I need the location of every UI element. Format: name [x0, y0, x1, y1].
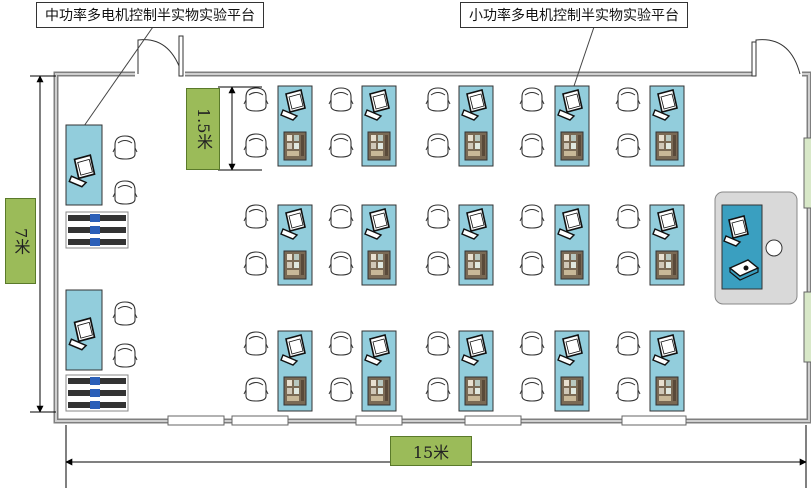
dimension-height-label: 7米	[5, 198, 36, 284]
desk-row-2	[277, 204, 685, 286]
callout-leaders	[83, 23, 596, 127]
desk-row-1	[277, 85, 685, 167]
callout-small-power-platform: 小功率多电机控制半实物实验平台	[460, 2, 688, 28]
instructor-podium	[714, 191, 798, 305]
callout-mid-power-platform: 中功率多电机控制半实物实验平台	[36, 2, 264, 28]
dimension-lines	[30, 75, 807, 488]
left-platform-station-1	[65, 124, 138, 249]
dimension-width-label: 15米	[390, 436, 472, 466]
desk-row-3	[277, 330, 685, 412]
room-walls	[53, 35, 811, 426]
left-platform-station-2	[65, 289, 138, 412]
dimension-spacing-label: 1.5米	[186, 88, 220, 170]
student-desks	[277, 85, 685, 412]
